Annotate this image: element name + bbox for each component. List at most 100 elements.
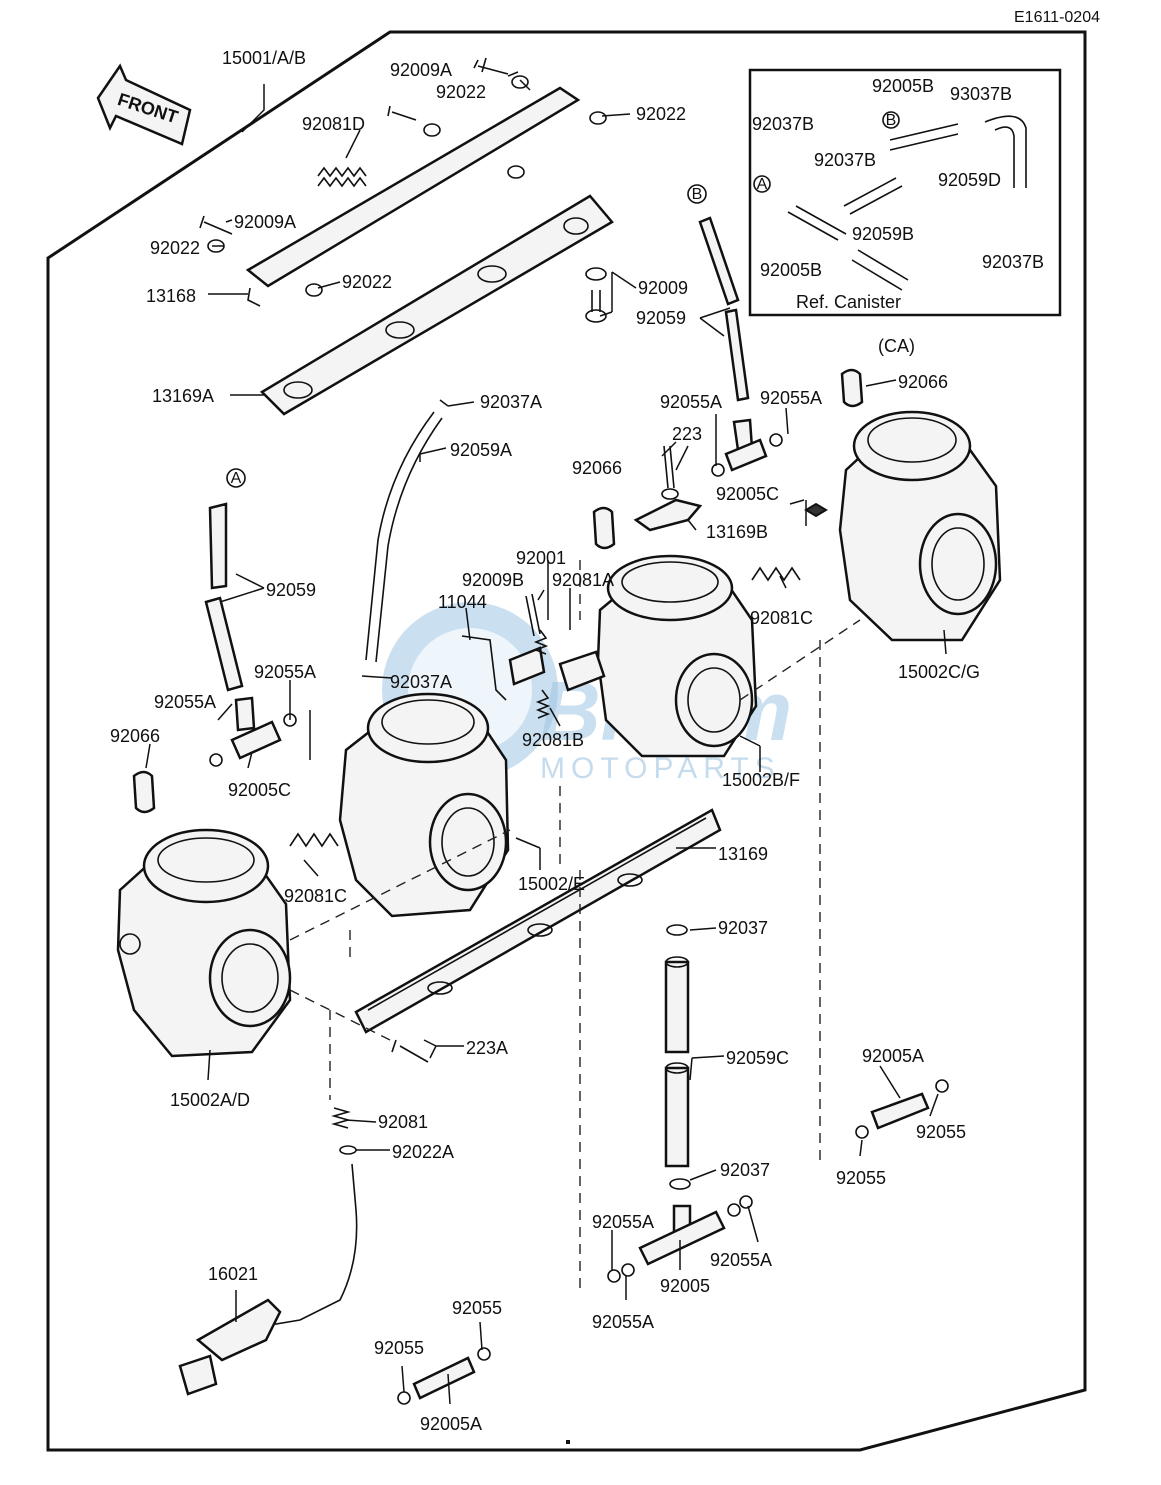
label-92066-left: 92066 — [110, 726, 160, 746]
label-92009: 92009 — [638, 278, 688, 298]
spring-92081c-right — [751, 566, 801, 582]
inset-circle-b: B — [886, 112, 897, 129]
label-92037a-top: 92037A — [480, 392, 542, 412]
bracket-13169 — [354, 808, 722, 1034]
hose-92059-right — [698, 216, 750, 402]
hose-92059c — [664, 924, 691, 1190]
label-15002e: 15002/E — [518, 874, 585, 894]
hose-92059a — [365, 411, 443, 663]
assembly-dashed-lines — [289, 560, 861, 1290]
label-13168: 13168 — [146, 286, 196, 306]
label-92022-top2: 92022 — [636, 104, 686, 124]
hose-92059-left — [204, 502, 244, 692]
inset-label-92037b-mid: 92037B — [814, 150, 876, 170]
label-92009a-top: 92009A — [390, 60, 452, 80]
label-92055a-l2: 92055A — [154, 692, 216, 712]
label-13169b: 13169B — [706, 522, 768, 542]
label-92055a-b1: 92055A — [592, 1212, 654, 1232]
cap-92066-left — [132, 770, 156, 814]
label-92037a-bot: 92037A — [390, 672, 452, 692]
fitting-92005a-right — [855, 1079, 949, 1139]
label-92081: 92081 — [378, 1112, 428, 1132]
label-15002ad: 15002A/D — [170, 1090, 250, 1110]
circle-marker-a: A — [231, 470, 242, 487]
inset-label-92059b: 92059B — [852, 224, 914, 244]
throttle-cable-16021 — [178, 1107, 358, 1396]
inset-caption: Ref. Canister — [796, 292, 901, 312]
inset-label-92059d: 92059D — [938, 170, 1001, 190]
label-16021: 16021 — [208, 1264, 258, 1284]
label-92005c-right: 92005C — [716, 484, 779, 504]
label-92081c-right: 92081C — [750, 608, 813, 628]
label-92059c: 92059C — [726, 1048, 789, 1068]
label-92009a-mid: 92009A — [234, 212, 296, 232]
label-92055-right1: 92055 — [916, 1122, 966, 1142]
label-92055a-l1: 92055A — [254, 662, 316, 682]
page-dot — [566, 1440, 570, 1444]
screw-92009a-mid — [199, 215, 233, 235]
watermark-tagline: MOTOPARTS — [540, 752, 781, 785]
label-92022a: 92022A — [392, 1142, 454, 1162]
inset-label-92005b-top: 92005B — [872, 76, 934, 96]
label-92022-top1: 92022 — [436, 82, 486, 102]
label-92055-right2: 92055 — [836, 1168, 886, 1188]
label-92009b: 92009B — [462, 570, 524, 590]
bolt-92009 — [585, 267, 607, 323]
label-92081c-left: 92081C — [284, 886, 347, 906]
front-arrow: FRONT — [96, 63, 192, 146]
inset-label-92037b-left: 92037B — [752, 114, 814, 134]
reference-code: E1611-0204 — [1014, 9, 1100, 26]
lower-bracket-13169a — [259, 194, 614, 416]
carburetor-15002cg — [804, 410, 1002, 642]
label-223a: 223A — [466, 1038, 508, 1058]
label-92055a-b3: 92055A — [592, 1312, 654, 1332]
label-92055a-b2: 92055A — [710, 1250, 772, 1270]
carburetor-15002bf — [558, 554, 758, 758]
label-92005a-bot: 92005A — [420, 1414, 482, 1434]
label-92022-left: 92022 — [150, 238, 200, 258]
fitting-92005c-right — [711, 418, 783, 477]
circle-marker-b: B — [692, 186, 703, 203]
label-92055a-r1: 92055A — [660, 392, 722, 412]
bracket-13169b — [633, 445, 703, 532]
label-92005c-left: 92005C — [228, 780, 291, 800]
inset-label-92037b-right: 92037B — [982, 252, 1044, 272]
label-11044: 11044 — [438, 592, 487, 612]
label-92005: 92005 — [660, 1276, 710, 1296]
label-92059-right: 92059 — [636, 308, 686, 328]
inset-canister-panel: A B 92005B 93037B 92037B 92037B 92059D 9… — [748, 68, 1062, 317]
fitting-92005 — [607, 1195, 753, 1283]
label-92081d: 92081D — [302, 114, 365, 134]
label-92055-bot1: 92055 — [452, 1298, 502, 1318]
label-92081a: 92081A — [552, 570, 614, 590]
throttle-link-parts — [461, 593, 551, 719]
label-92037-bot: 92037 — [720, 1160, 770, 1180]
label-92059a: 92059A — [450, 440, 512, 460]
label-92037-top: 92037 — [718, 918, 768, 938]
label-15002bf: 15002B/F — [722, 770, 800, 790]
label-15001ab: 15001/A/B — [222, 48, 306, 68]
label-92081b: 92081B — [522, 730, 584, 750]
label-13169a: 13169A — [152, 386, 214, 406]
label-92066-ca: 92066 — [898, 372, 948, 392]
label-13169: 13169 — [718, 844, 768, 864]
label-92055-bot2: 92055 — [374, 1338, 424, 1358]
cap-92066-mid — [592, 506, 616, 550]
label-92059-left: 92059 — [266, 580, 316, 600]
screw-92081d-bolt — [387, 105, 417, 121]
spring-92081d — [317, 166, 367, 188]
label-223: 223 — [672, 424, 702, 444]
carburetor-15002ad — [116, 828, 292, 1058]
variant-tag: (CA) — [878, 336, 915, 356]
label-15002cg: 15002C/G — [898, 662, 980, 682]
label-92005a-right: 92005A — [862, 1046, 924, 1066]
inset-label-93037b: 93037B — [950, 84, 1012, 104]
label-92001: 92001 — [516, 548, 566, 568]
inset-label-92005b-bot: 92005B — [760, 260, 822, 280]
leader-lines — [145, 71, 947, 1405]
upper-bracket — [207, 75, 607, 307]
cap-92066-ca — [840, 368, 864, 408]
label-92022-mid: 92022 — [342, 272, 392, 292]
label-92066-mid: 92066 — [572, 458, 622, 478]
